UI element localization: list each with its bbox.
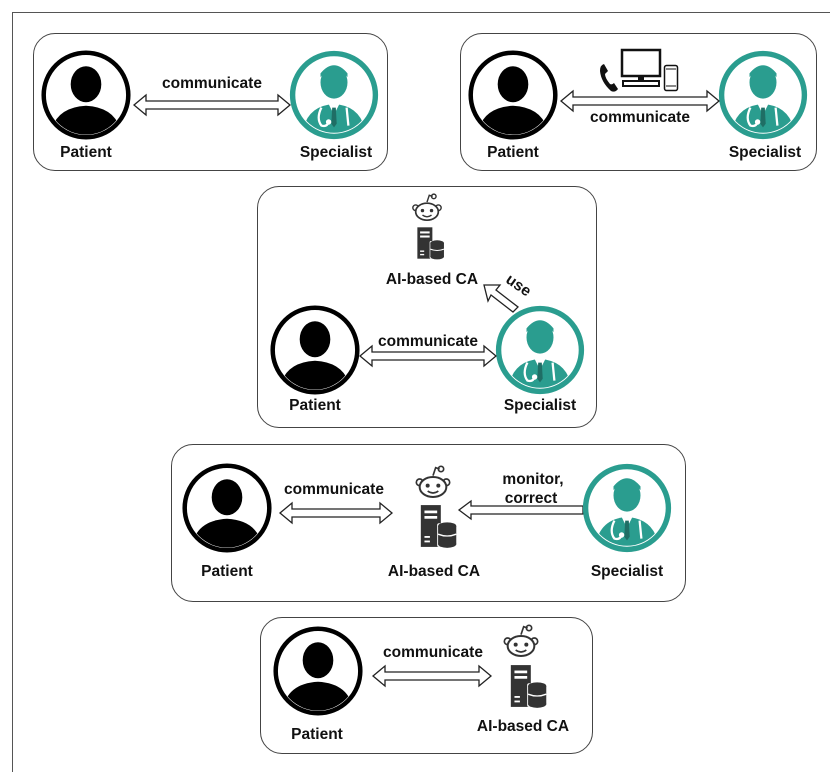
robot-icon: [413, 465, 453, 505]
double-arrow: [358, 344, 498, 368]
double-arrow: [278, 501, 394, 525]
patient-label: Patient: [291, 726, 343, 743]
patient-icon: [270, 305, 360, 395]
communicate-label: communicate: [590, 109, 690, 126]
double-arrow: [559, 89, 721, 113]
specialist-label: Specialist: [728, 144, 802, 161]
specialist-label: Specialist: [503, 397, 577, 414]
specialist-label: Specialist: [590, 563, 664, 580]
patient-label: Patient: [60, 144, 112, 161]
panel-face-to-face: Patient Specialist communicate: [33, 33, 388, 171]
server-database-icon: [416, 225, 446, 261]
communicate-label: communicate: [284, 481, 384, 498]
patient-icon: [182, 463, 272, 553]
patient-label: Patient: [289, 397, 341, 414]
phone-icon: [598, 62, 620, 94]
computer-icon: [619, 48, 663, 88]
specialist-icon: [289, 50, 379, 140]
ai-ca-label: AI-based CA: [387, 563, 481, 580]
communicate-label: communicate: [383, 644, 483, 661]
double-arrow: [132, 93, 292, 117]
specialist-icon: [718, 50, 808, 140]
specialist-label: Specialist: [299, 144, 373, 161]
specialist-icon: [495, 305, 585, 395]
patient-icon: [468, 50, 558, 140]
server-database-icon: [419, 503, 459, 549]
mobile-icon: [663, 64, 679, 92]
patient-label: Patient: [201, 563, 253, 580]
patient-icon: [273, 626, 363, 716]
communicate-label: communicate: [162, 75, 262, 92]
server-database-icon: [509, 663, 549, 709]
monitor-label: monitor,: [502, 471, 564, 488]
correct-label: correct: [504, 490, 558, 507]
monitor-arrow: [457, 499, 585, 521]
panel-specialist-uses-ca: AI-based CA use communicate Patient Spec…: [257, 186, 597, 428]
communicate-label: communicate: [378, 333, 478, 350]
double-arrow: [371, 664, 493, 688]
patient-label: Patient: [487, 144, 539, 161]
ai-ca-label: AI-based CA: [476, 718, 570, 735]
robot-icon: [410, 193, 444, 227]
use-arrow: [480, 281, 522, 315]
figure-frame: [12, 12, 830, 772]
robot-icon: [501, 624, 541, 664]
patient-icon: [41, 50, 131, 140]
ai-ca-label: AI-based CA: [385, 271, 479, 288]
panel-remote: Patient Specialist communicate: [460, 33, 817, 171]
specialist-icon: [582, 463, 672, 553]
panel-ca-monitored: Patient communicate AI-based CA monitor,…: [171, 444, 686, 602]
panel-ca-alone: Patient communicate AI-based CA: [260, 617, 593, 754]
